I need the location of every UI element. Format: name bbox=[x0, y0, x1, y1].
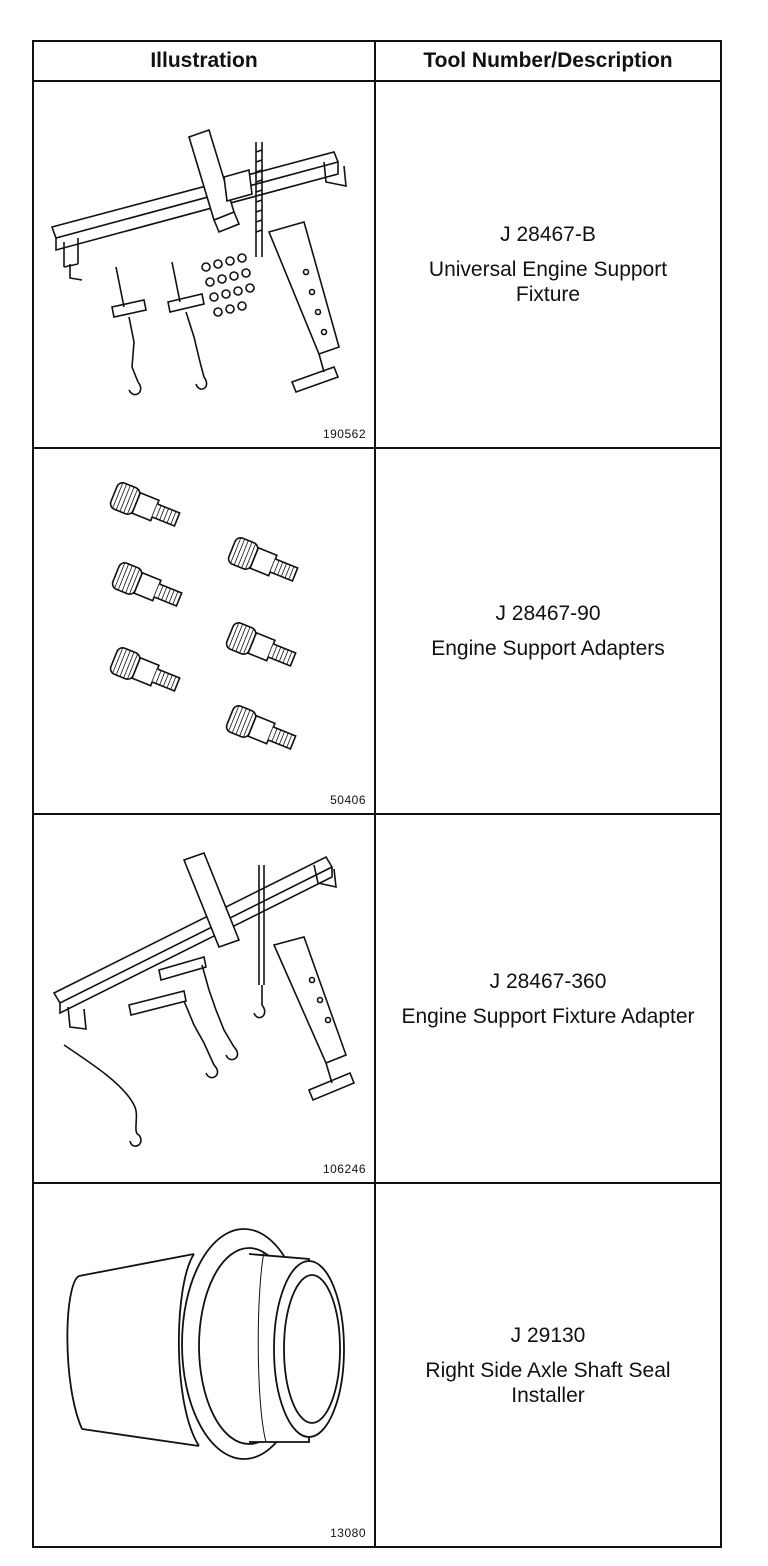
figure-number: 190562 bbox=[322, 427, 366, 441]
description-cell: J 28467-B Universal Engine Support Fixtu… bbox=[374, 80, 722, 449]
description-cell: J 28467-90 Engine Support Adapters bbox=[374, 447, 722, 815]
figure-number: 106246 bbox=[322, 1162, 366, 1176]
axle-seal-installer-illustration bbox=[66, 1228, 345, 1460]
tool-number: J 28467-360 bbox=[489, 969, 607, 993]
illustration-cell: 50406 bbox=[32, 447, 376, 815]
engine-support-adapters-illustration bbox=[107, 480, 302, 757]
figure-number: 13080 bbox=[330, 1526, 366, 1540]
illustration-cell: 13080 bbox=[32, 1182, 376, 1548]
tool-number: J 28467-90 bbox=[495, 602, 601, 625]
engine-support-fixture-illustration bbox=[50, 128, 347, 396]
header-row: Illustration Tool Number/Description bbox=[32, 40, 722, 82]
description-cell: J 28467-360 Engine Support Fixture Adapt… bbox=[374, 813, 722, 1184]
illustration-cell: 106246 bbox=[32, 813, 376, 1184]
header-tool-description: Tool Number/Description bbox=[374, 40, 722, 82]
tool-name: Engine Support Fixture Adapter bbox=[401, 1004, 695, 1028]
tool-name: Universal Engine Support Fixture bbox=[428, 258, 668, 306]
table-row: 13080 J 29130 Right Side Axle Shaft Seal… bbox=[32, 1182, 722, 1548]
table-row: 106246 J 28467-360 Engine Support Fixtur… bbox=[32, 813, 722, 1184]
table-row: 190562 J 28467-B Universal Engine Suppor… bbox=[32, 80, 722, 449]
tool-name: Right Side Axle Shaft Seal Installer bbox=[425, 1358, 671, 1407]
description-cell: J 29130 Right Side Axle Shaft Seal Insta… bbox=[374, 1182, 722, 1548]
special-tools-table: Illustration Tool Number/Description bbox=[32, 40, 722, 1548]
illustration-cell: 190562 bbox=[32, 80, 376, 449]
figure-number: 50406 bbox=[330, 793, 366, 807]
header-illustration: Illustration bbox=[32, 40, 376, 82]
engine-support-fixture-adapter-illustration bbox=[52, 851, 356, 1147]
tool-name: Engine Support Adapters bbox=[431, 637, 665, 660]
table-row: 50406 J 28467-90 Engine Support Adapters bbox=[32, 447, 722, 815]
tool-number: J 29130 bbox=[510, 1323, 586, 1347]
tool-number: J 28467-B bbox=[500, 223, 596, 246]
